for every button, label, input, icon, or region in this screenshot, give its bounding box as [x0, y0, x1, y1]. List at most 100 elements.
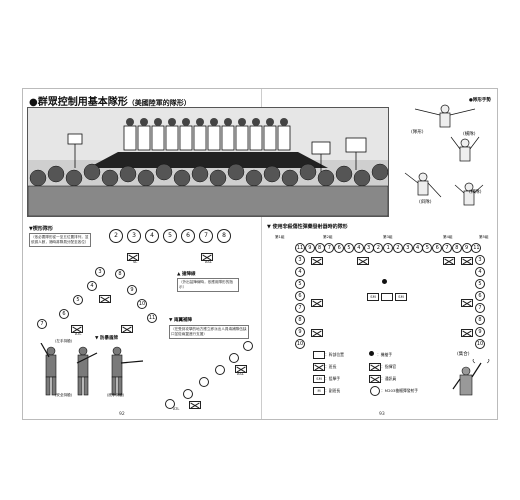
legend-item: ：機槍手	[377, 352, 393, 357]
left-column-circle: 5	[295, 279, 305, 289]
echelon-box	[235, 365, 247, 373]
guard-heading: ▼ 防暴盾牌	[95, 336, 119, 341]
legend-symbol	[370, 386, 380, 396]
legend-symbol	[313, 351, 325, 359]
legend-item: ：M203槍榴彈發射手	[381, 388, 419, 393]
top-row-circle: 2	[373, 243, 384, 253]
page-subtitle: （美國陸軍的隊形）	[127, 99, 191, 107]
left-column-circle: 4	[295, 267, 305, 277]
formation-circle: 6	[59, 309, 69, 319]
left-column-circle: 8	[295, 315, 305, 325]
formation-circle: 4	[87, 281, 97, 291]
right-column-circle: 10	[475, 339, 485, 349]
top-row-circle: 3	[402, 243, 413, 253]
echelon-circle	[215, 365, 225, 375]
left-column-circle: 10	[295, 339, 305, 349]
box-label-atl: ATL	[75, 332, 82, 336]
top-row-circle: 7	[324, 243, 335, 253]
wedge-box	[99, 295, 111, 303]
formation-circle: 8	[115, 269, 125, 279]
hand-signals-illustration	[404, 104, 484, 206]
soldiers-illustration	[40, 343, 144, 396]
book-spread: ●群眾控制用基本隊形（美國陸軍的隊形）	[22, 88, 498, 420]
center-sm-box: SM	[367, 293, 379, 301]
page-gutter	[261, 89, 262, 419]
legend-symbol	[369, 375, 381, 383]
box-label-atl-2: ATL	[173, 407, 180, 411]
top-row-circle: 9	[461, 243, 472, 253]
legend-symbol	[369, 363, 381, 371]
crowd-drawing	[28, 108, 388, 216]
line-box	[357, 257, 369, 265]
legend-item: ：通訊員	[381, 376, 397, 381]
formation-circle: 11	[147, 313, 157, 323]
signal-label-3: (梯隊)	[469, 190, 482, 195]
box-label-asl-2: ASL	[237, 372, 244, 376]
box-label-asl: ASL	[205, 260, 212, 264]
wedge-note: （依必要隊形從一至五位置排列，並依據人數，適時將隊員分配至各位）	[29, 233, 91, 247]
top-row-circle: 7	[442, 243, 452, 253]
soldier-label-1: (安全持槍)	[55, 393, 73, 397]
leader-box	[127, 253, 139, 261]
formation-circle: 3	[95, 267, 105, 277]
soldier-label-2: (底手持槍)	[107, 393, 125, 397]
top-row-circle: 11	[295, 243, 305, 253]
signal-label-1: (橫隊)	[463, 132, 476, 137]
formation-circle: 7	[37, 319, 47, 329]
line-box	[461, 257, 473, 265]
top-number-circle: 8	[217, 229, 231, 243]
line-box	[461, 299, 473, 307]
squad-label: 第2組	[323, 235, 333, 239]
signal-label-2: (斜隊)	[419, 200, 432, 205]
top-number-circle: 2	[109, 229, 123, 243]
legend-item: ：狙擊手	[325, 376, 341, 381]
legend-symbol-sm: SM	[313, 375, 325, 383]
leader-dot	[382, 279, 387, 284]
left-column-circle: 6	[295, 291, 305, 301]
squad-label: 第3組	[383, 235, 393, 239]
wedge-box	[71, 325, 83, 333]
top-row-circle: 3	[363, 243, 374, 253]
left-column-circle: 9	[295, 327, 305, 337]
soldier-label-0: (左手持槍)	[55, 339, 73, 343]
legend-symbol	[369, 351, 374, 356]
center-sm-box: SM	[395, 293, 407, 301]
squad-label: 第4組	[443, 235, 453, 239]
top-row-circle: 8	[451, 243, 462, 253]
right-column-circle: 9	[475, 327, 485, 337]
rear-note: （在受到攻擊的地方應立即派出人員填補隊伍缺口並從兩翼進行支援）	[169, 325, 249, 339]
top-row-circle: 11	[471, 243, 482, 253]
center-box	[381, 293, 393, 301]
echelon-circle	[165, 399, 175, 409]
right-column-circle: 7	[475, 303, 485, 313]
line-box	[311, 299, 323, 307]
line-box	[461, 329, 473, 337]
echelon-circle	[243, 341, 253, 351]
crowd-illustration	[27, 107, 389, 217]
box-label-sl: SL	[133, 260, 138, 264]
top-number-circle: 5	[163, 229, 177, 243]
top-row-circle: 5	[344, 243, 354, 253]
top-row-circle: 4	[412, 243, 423, 253]
wedge-box	[121, 325, 133, 333]
left-column-circle: 3	[295, 255, 305, 265]
top-number-circle: 6	[181, 229, 195, 243]
left-page-number: 92	[119, 412, 125, 417]
assembly-label: (集合)	[457, 352, 470, 357]
right-column-circle: 8	[475, 315, 485, 325]
legend-item: ：副班長	[325, 388, 341, 393]
line-box	[311, 257, 323, 265]
legend-symbol	[313, 363, 325, 371]
legend-item: ：幹部位置	[325, 352, 344, 357]
right-column-circle: 5	[475, 279, 485, 289]
line-heading: ▼ 使用非殺傷性彈藥發射器時的隊形	[267, 224, 348, 230]
top-row-circle: 6	[432, 243, 443, 253]
echelon-box	[189, 401, 201, 409]
legend-symbol-m: M	[313, 387, 325, 395]
top-row-circle: 9	[304, 243, 315, 253]
top-row-circle: 8	[314, 243, 325, 253]
legend-item: ：班長	[325, 364, 337, 369]
top-row-circle: 1	[383, 243, 394, 253]
formation-circle: 5	[73, 295, 83, 305]
right-column-circle: 4	[475, 267, 485, 277]
